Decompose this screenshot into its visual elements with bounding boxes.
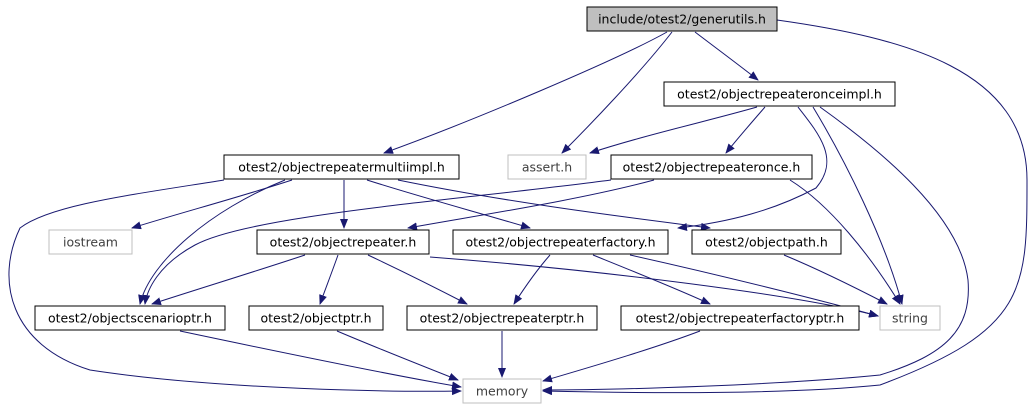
- edge-onceimpl-to-factory: [677, 106, 828, 231]
- node-label-repeaterptr: otest2/objectrepeaterptr.h: [420, 311, 585, 326]
- node-factoryptr[interactable]: otest2/objectrepeaterfactoryptr.h: [620, 305, 860, 331]
- node-box-memory: [462, 378, 542, 404]
- edge-onceimpl-to-once: [725, 106, 766, 154]
- node-box-generutils: [586, 6, 778, 32]
- edge-generutils-to-multiimpl: [383, 31, 668, 154]
- node-label-path: otest2/objectpath.h: [705, 235, 828, 250]
- node-box-factoryptr: [620, 305, 860, 331]
- node-scenarioptr[interactable]: otest2/objectscenarioptr.h: [34, 305, 226, 331]
- node-label-repeater: otest2/objectrepeater.h: [270, 235, 417, 250]
- edge-multiimpl-to-iostream: [131, 179, 293, 230]
- edge-repeater-to-repeaterptr: [367, 254, 468, 305]
- edges-layer: [8, 19, 1028, 396]
- edge-multiimpl-to-factory: [366, 179, 531, 230]
- node-string[interactable]: string: [879, 305, 941, 331]
- node-box-repeater: [256, 229, 430, 255]
- node-assert[interactable]: assert.h: [507, 154, 587, 180]
- edge-scenarioptr-to-memory: [179, 330, 462, 390]
- edge-once-to-string: [789, 179, 901, 305]
- node-once[interactable]: otest2/objectrepeateronce.h: [610, 154, 813, 180]
- node-label-factoryptr: otest2/objectrepeaterfactoryptr.h: [636, 311, 845, 326]
- node-label-once: otest2/objectrepeateronce.h: [623, 160, 801, 175]
- edge-repeater-to-scenarioptr: [151, 254, 306, 306]
- node-label-string: string: [892, 311, 928, 326]
- edge-path-to-string: [783, 254, 888, 305]
- edge-onceimpl-to-assert: [589, 106, 758, 155]
- node-iostream[interactable]: iostream: [48, 229, 133, 255]
- edge-once-to-scenarioptr: [142, 179, 612, 305]
- node-generutils[interactable]: include/otest2/generutils.h: [586, 6, 778, 32]
- node-box-factory: [452, 229, 669, 255]
- edge-onceimpl-to-memory: [542, 106, 969, 394]
- edge-once-to-repeater: [407, 179, 655, 231]
- edge-onceimpl-to-string: [812, 106, 904, 305]
- node-path[interactable]: otest2/objectpath.h: [691, 229, 842, 255]
- node-label-iostream: iostream: [63, 235, 118, 250]
- edge-factory-to-repeaterptr: [513, 254, 551, 305]
- edge-generutils-to-assert: [561, 31, 673, 154]
- node-box-path: [691, 229, 842, 255]
- node-box-objectptr: [248, 305, 384, 331]
- edge-factory-to-factoryptr: [592, 254, 711, 305]
- node-box-once: [610, 154, 813, 180]
- node-repeater[interactable]: otest2/objectrepeater.h: [256, 229, 430, 255]
- edge-multiimpl-to-scenarioptr: [138, 179, 286, 305]
- node-box-scenarioptr: [34, 305, 226, 331]
- node-objectptr[interactable]: otest2/objectptr.h: [248, 305, 384, 331]
- nodes-layer: include/otest2/generutils.h otest2/object…: [34, 6, 941, 404]
- node-label-assert: assert.h: [522, 160, 572, 175]
- node-onceimpl[interactable]: otest2/objectrepeateronceimpl.h: [663, 81, 896, 107]
- edge-repeater-to-objectptr: [319, 254, 339, 305]
- node-label-objectptr: otest2/objectptr.h: [260, 311, 371, 326]
- node-memory[interactable]: memory: [462, 378, 542, 404]
- node-label-onceimpl: otest2/objectrepeateronceimpl.h: [677, 87, 882, 102]
- node-box-onceimpl: [663, 81, 896, 107]
- edge-factoryptr-to-memory: [542, 330, 701, 383]
- node-label-factory: otest2/objectrepeaterfactory.h: [465, 235, 655, 250]
- node-box-string: [879, 305, 941, 331]
- node-box-multiimpl: [223, 154, 460, 180]
- node-box-repeaterptr: [406, 305, 598, 331]
- edge-generutils-to-onceimpl: [694, 31, 759, 81]
- node-label-generutils: include/otest2/generutils.h: [598, 12, 766, 27]
- node-multiimpl[interactable]: otest2/objectrepeatermultiimpl.h: [223, 154, 460, 180]
- node-box-assert: [507, 154, 587, 180]
- node-box-iostream: [48, 229, 133, 255]
- node-repeaterptr[interactable]: otest2/objectrepeaterptr.h: [406, 305, 598, 331]
- node-label-scenarioptr: otest2/objectscenarioptr.h: [48, 311, 212, 326]
- node-label-memory: memory: [476, 384, 529, 399]
- node-factory[interactable]: otest2/objectrepeaterfactory.h: [452, 229, 669, 255]
- node-label-multiimpl: otest2/objectrepeatermultiimpl.h: [238, 160, 445, 175]
- edge-multiimpl-to-path: [397, 179, 711, 231]
- edge-generutils-to-memory: [542, 19, 1028, 396]
- edge-objectptr-to-memory: [336, 330, 459, 381]
- edge-multiimpl-to-memory: [8, 179, 462, 396]
